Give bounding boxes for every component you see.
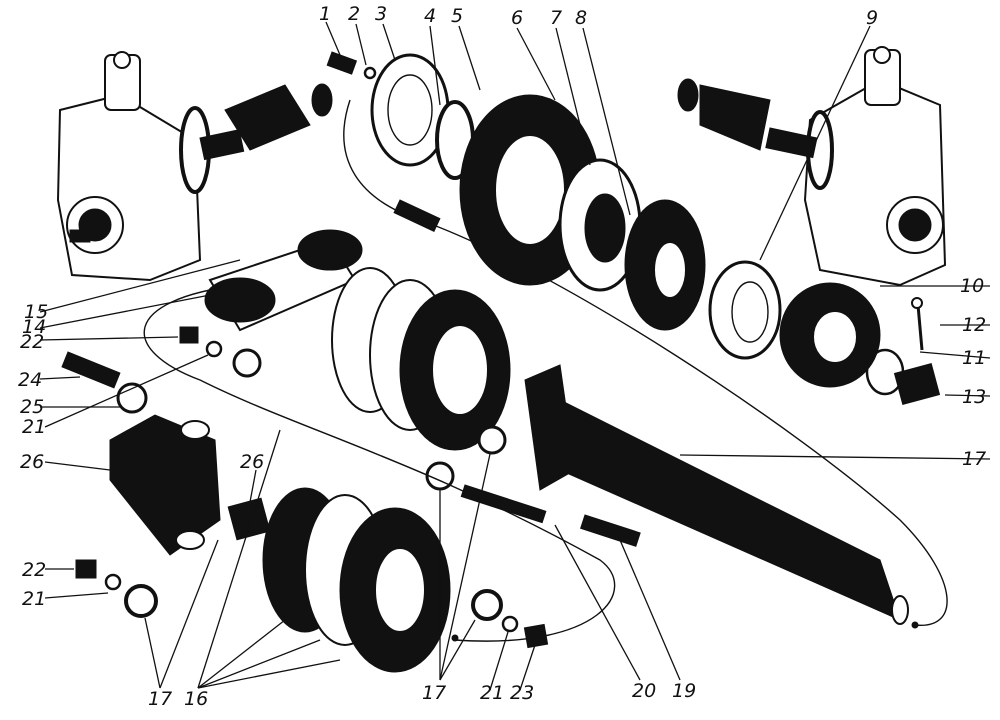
callout-18: 17 xyxy=(962,448,986,470)
part-21-lock-washer-upper xyxy=(205,340,223,358)
callout-23: 24 xyxy=(18,369,42,391)
callout-9: 9 xyxy=(866,7,878,29)
assembly-path-lines xyxy=(143,99,948,642)
callout-22-lower-left: 22 xyxy=(22,559,46,581)
part-16-coupling-discs-lower xyxy=(262,487,451,673)
callout-7: 7 xyxy=(550,7,562,29)
callout-17-lower-left: 17 xyxy=(148,688,172,710)
callout-20: 20 xyxy=(632,680,656,702)
part-9-sleeve xyxy=(708,260,782,360)
part-17-washer-lower-right xyxy=(471,589,503,621)
callout-13: 13 xyxy=(962,386,986,408)
callout-8: 8 xyxy=(575,7,587,29)
part-17-washer-mid-1 xyxy=(425,461,455,491)
callout-17-lower-right: 17 xyxy=(422,682,446,704)
part-6-roller-bearing xyxy=(558,158,642,292)
callout-25: 26 xyxy=(20,451,44,473)
part-1-bolt xyxy=(326,51,358,75)
leader-lines xyxy=(39,21,991,691)
left-gearbox-assembly xyxy=(56,51,333,282)
callout-2: 2 xyxy=(348,3,360,25)
part-17-washer-upper-left xyxy=(232,348,262,378)
callout-1: 1 xyxy=(319,3,331,25)
part-7-gear xyxy=(624,199,706,331)
bolt-upper xyxy=(393,199,441,232)
callout-5: 5 xyxy=(451,5,463,27)
callout-12: 12 xyxy=(962,314,986,336)
callout-4: 4 xyxy=(424,5,436,27)
callout-26: 26 xyxy=(240,451,264,473)
part-14-15-link-bracket xyxy=(204,229,363,332)
callout-labels: 1 2 3 4 5 6 7 8 9 10 12 11 13 17 15 14 2… xyxy=(18,3,986,710)
part-11-washer xyxy=(865,348,905,396)
callout-10: 10 xyxy=(960,275,984,297)
callout-24: 25 xyxy=(20,396,44,418)
part-22-nut-lower-left xyxy=(75,559,97,579)
part-16-coupling-discs-upper xyxy=(331,267,511,451)
callout-22-lower-right: 23 xyxy=(510,682,534,704)
callout-16: 16 xyxy=(184,688,208,710)
right-gearbox-assembly xyxy=(677,46,947,287)
part-3-bearing-cap xyxy=(370,53,450,167)
part-17-washer-lower-left xyxy=(124,584,158,618)
callout-3: 3 xyxy=(375,3,387,25)
part-23-bolt xyxy=(61,351,121,389)
part-21-lock-washer-lower-left xyxy=(104,573,122,591)
callout-21-lower-right: 21 xyxy=(480,682,504,704)
part-22-nut-upper xyxy=(179,326,199,344)
part-13-castle-nut xyxy=(893,363,941,405)
part-10-ball-bearing xyxy=(779,282,881,388)
part-2-lock-washer xyxy=(363,66,377,80)
callout-15: 15 xyxy=(24,301,48,323)
part-26-nut xyxy=(227,497,271,541)
part-21-lock-washer-lower-right xyxy=(501,615,519,633)
part-19-bolt xyxy=(580,514,641,547)
part-17-washer-mid-2 xyxy=(477,425,507,455)
part-18-output-shaft xyxy=(524,364,909,625)
part-12-cotter-pin xyxy=(911,297,924,351)
part-20-bolt xyxy=(460,484,547,524)
callout-19: 19 xyxy=(672,680,696,702)
callout-21-upper: 21 xyxy=(22,416,46,438)
part-22-nut-lower-right xyxy=(523,623,549,649)
callout-14: 14 xyxy=(22,316,46,338)
callout-22-upper: 22 xyxy=(20,331,44,353)
callout-6: 6 xyxy=(511,7,523,29)
part-25-yoke-flange xyxy=(109,414,221,556)
callout-11: 11 xyxy=(962,347,986,369)
callout-21-lower-left: 21 xyxy=(22,588,46,610)
